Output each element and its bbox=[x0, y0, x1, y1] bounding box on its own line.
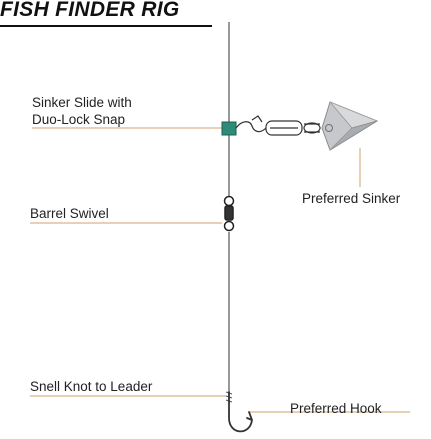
barrel-swivel-label: Barrel Swivel bbox=[30, 206, 109, 221]
sinker-slide bbox=[221, 121, 237, 136]
diagram-title: FISH FINDER RIG bbox=[0, 0, 180, 21]
fish-hook bbox=[228, 391, 253, 433]
pyramid-sinker bbox=[321, 101, 379, 151]
duo-lock-snap bbox=[235, 115, 321, 136]
preferred-sinker-label: Preferred Sinker bbox=[302, 191, 401, 206]
barrel-swivel bbox=[223, 195, 235, 232]
sinker-slide-label-line2: Duo-Lock Snap bbox=[32, 112, 126, 127]
title-underline bbox=[0, 25, 212, 27]
sinker-slide-label-line1: Sinker Slide with bbox=[32, 95, 132, 110]
snell-knot-label: Snell Knot to Leader bbox=[30, 379, 153, 394]
preferred-hook-label: Preferred Hook bbox=[290, 401, 382, 416]
sinker-slide-label: Sinker Slide with Duo-Lock Snap bbox=[32, 94, 132, 128]
